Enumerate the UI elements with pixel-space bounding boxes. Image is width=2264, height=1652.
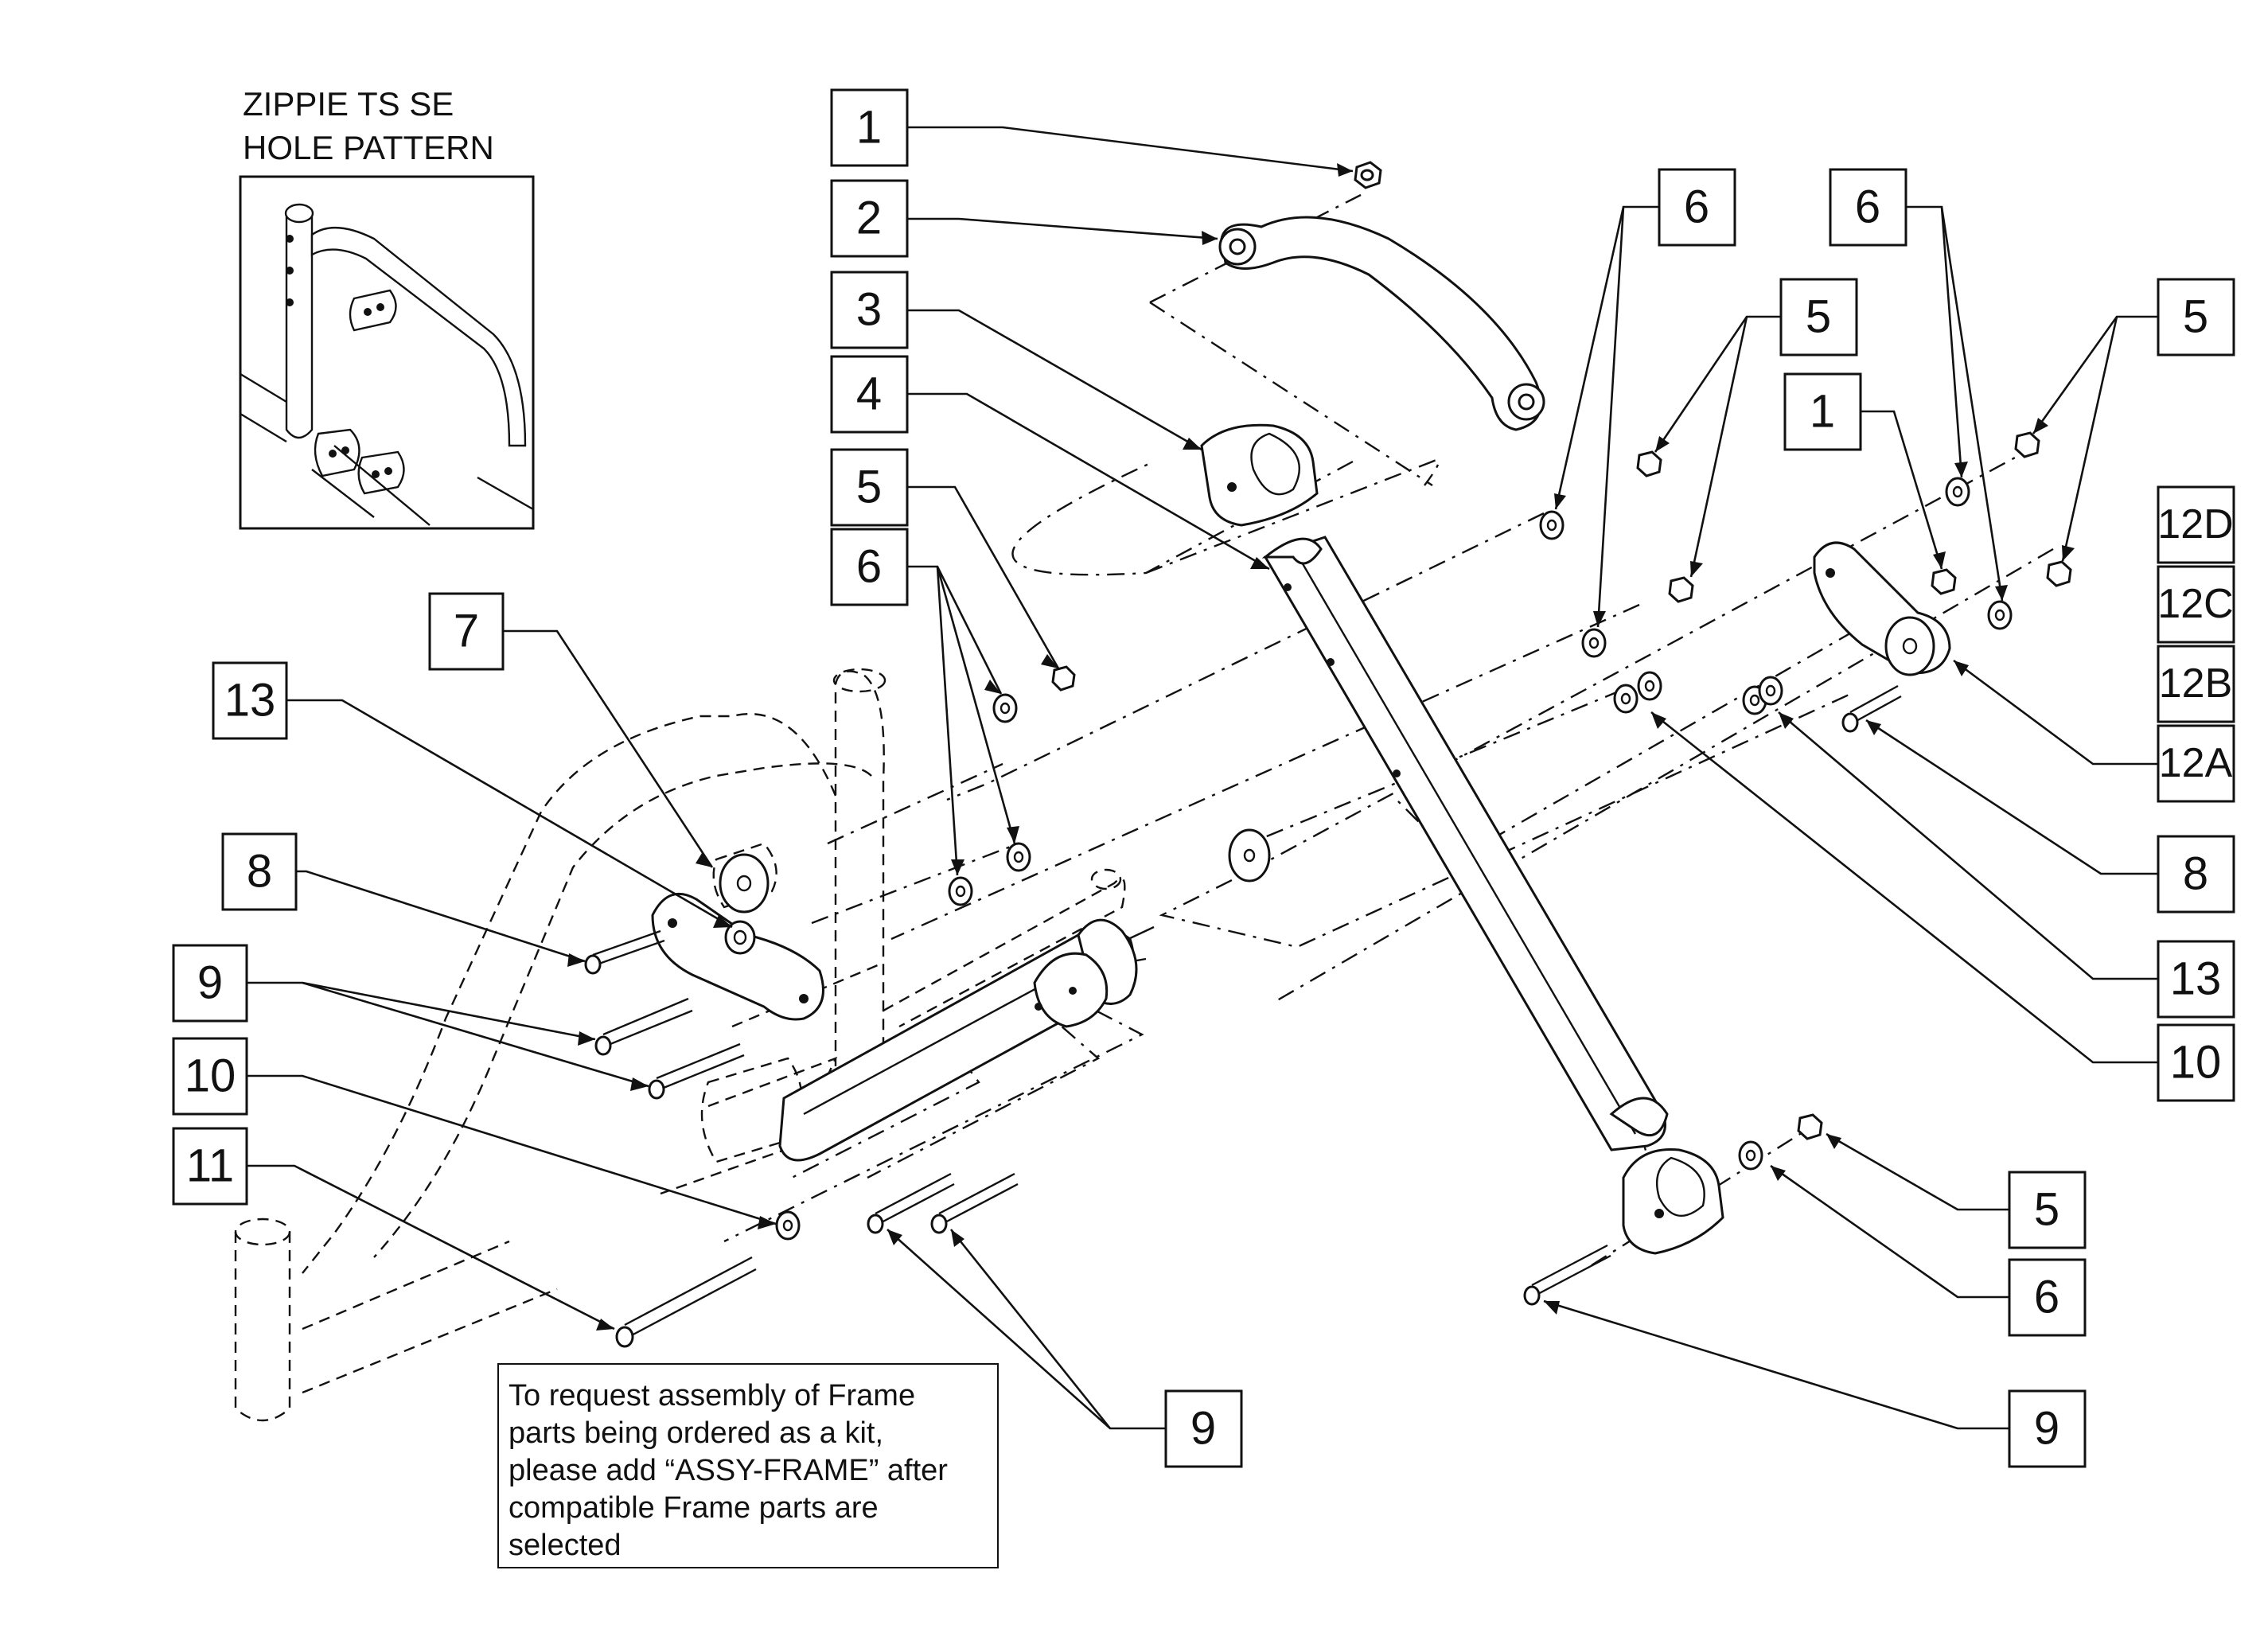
- callout-1-top: 1: [830, 88, 909, 167]
- assembly-note: To request assembly of Frame parts being…: [497, 1363, 999, 1568]
- callout-5-bottom: 5: [2008, 1171, 2087, 1249]
- callout-5-mid: 5: [1779, 278, 1858, 357]
- svg-text:12D: 12D: [2157, 501, 2233, 547]
- svg-text:9: 9: [1190, 1403, 1216, 1455]
- inset-frame-sketch: [240, 203, 534, 526]
- phantom-frame-lines: [234, 668, 1126, 1422]
- callout-9-bottom: 9: [2008, 1389, 2087, 1468]
- svg-text:10: 10: [2170, 1037, 2222, 1089]
- svg-text:5: 5: [1806, 291, 1831, 343]
- callout-2: 2: [830, 179, 909, 258]
- leader-lines: [247, 126, 2158, 1430]
- callout-5-left: 5: [830, 448, 909, 527]
- part-tube-clamp-top: [1200, 423, 1319, 527]
- svg-text:4: 4: [856, 368, 882, 420]
- callout-10-left: 10: [172, 1037, 248, 1116]
- part-bolts: [584, 684, 1902, 1348]
- callout-8-left: 8: [221, 832, 298, 911]
- part-tube-clamp-bottom: [1622, 1147, 1724, 1255]
- svg-text:7: 7: [454, 606, 479, 657]
- svg-text:6: 6: [1684, 181, 1709, 233]
- svg-text:12A: 12A: [2159, 740, 2233, 786]
- callout-13-left: 13: [212, 661, 288, 740]
- callout-6-left: 6: [830, 528, 909, 606]
- note-line-5: selected: [509, 1529, 622, 1562]
- part-arm-strap: [1218, 216, 1545, 431]
- callout-6-mid: 6: [1658, 168, 1736, 247]
- part-lower-tube-assembly: [778, 918, 1155, 1162]
- note-line-3: please add “ASSY-FRAME” after: [509, 1454, 948, 1487]
- svg-text:1: 1: [1810, 386, 1835, 438]
- callout-11: 11: [172, 1127, 248, 1206]
- note-line-2: parts being ordered as a kit,: [509, 1416, 884, 1450]
- svg-text:3: 3: [856, 284, 882, 336]
- callout-12b: 12B: [2157, 645, 2235, 723]
- note-line-1: To request assembly of Frame: [509, 1379, 916, 1412]
- note-line-4: compatible Frame parts are: [509, 1491, 879, 1525]
- hole-pattern-inset: ZIPPIE TS SE HOLE PATTERN: [239, 85, 535, 530]
- callout-9-left: 9: [172, 944, 248, 1023]
- callout-6-bottom: 6: [2008, 1258, 2087, 1337]
- callout-10-right: 10: [2157, 1023, 2235, 1102]
- callout-8-right: 8: [2157, 835, 2235, 914]
- svg-text:6: 6: [1855, 181, 1880, 233]
- callout-12a: 12A: [2157, 724, 2235, 803]
- callout-3: 3: [830, 271, 909, 349]
- svg-text:8: 8: [2183, 848, 2208, 900]
- svg-text:2: 2: [856, 193, 882, 244]
- inset-title-line2: HOLE PATTERN: [243, 129, 494, 166]
- svg-text:9: 9: [197, 957, 223, 1009]
- svg-text:5: 5: [856, 462, 882, 513]
- svg-text:8: 8: [247, 846, 272, 898]
- svg-text:12B: 12B: [2159, 660, 2233, 707]
- callout-5-right: 5: [2157, 278, 2235, 357]
- svg-text:9: 9: [2034, 1403, 2059, 1455]
- part-hex-nut-top: [1354, 161, 1382, 189]
- svg-text:11: 11: [186, 1140, 234, 1192]
- svg-text:12C: 12C: [2157, 581, 2233, 627]
- svg-text:13: 13: [2170, 953, 2222, 1005]
- svg-text:13: 13: [224, 675, 276, 727]
- callout-1-right: 1: [1783, 372, 1862, 451]
- part-bracket-left: [651, 853, 824, 1021]
- svg-text:6: 6: [2034, 1272, 2059, 1323]
- svg-text:1: 1: [856, 102, 882, 154]
- part-side-tube: [1261, 536, 1669, 1151]
- svg-text:5: 5: [2034, 1184, 2059, 1236]
- callout-4: 4: [830, 355, 909, 434]
- callout-6-right: 6: [1829, 168, 1907, 247]
- callout-7: 7: [428, 592, 505, 671]
- svg-text:5: 5: [2183, 291, 2208, 343]
- callout-13-right: 13: [2157, 940, 2235, 1019]
- part-bracket-right: [1813, 541, 1951, 676]
- callout-9-center: 9: [1164, 1389, 1243, 1468]
- inset-title-line1: ZIPPIE TS SE: [243, 85, 454, 123]
- callout-12d: 12D: [2157, 485, 2235, 564]
- svg-text:10: 10: [185, 1050, 236, 1102]
- svg-text:6: 6: [856, 541, 882, 593]
- callout-12c: 12C: [2157, 565, 2235, 644]
- part-washers-and-nuts: [775, 431, 2072, 1241]
